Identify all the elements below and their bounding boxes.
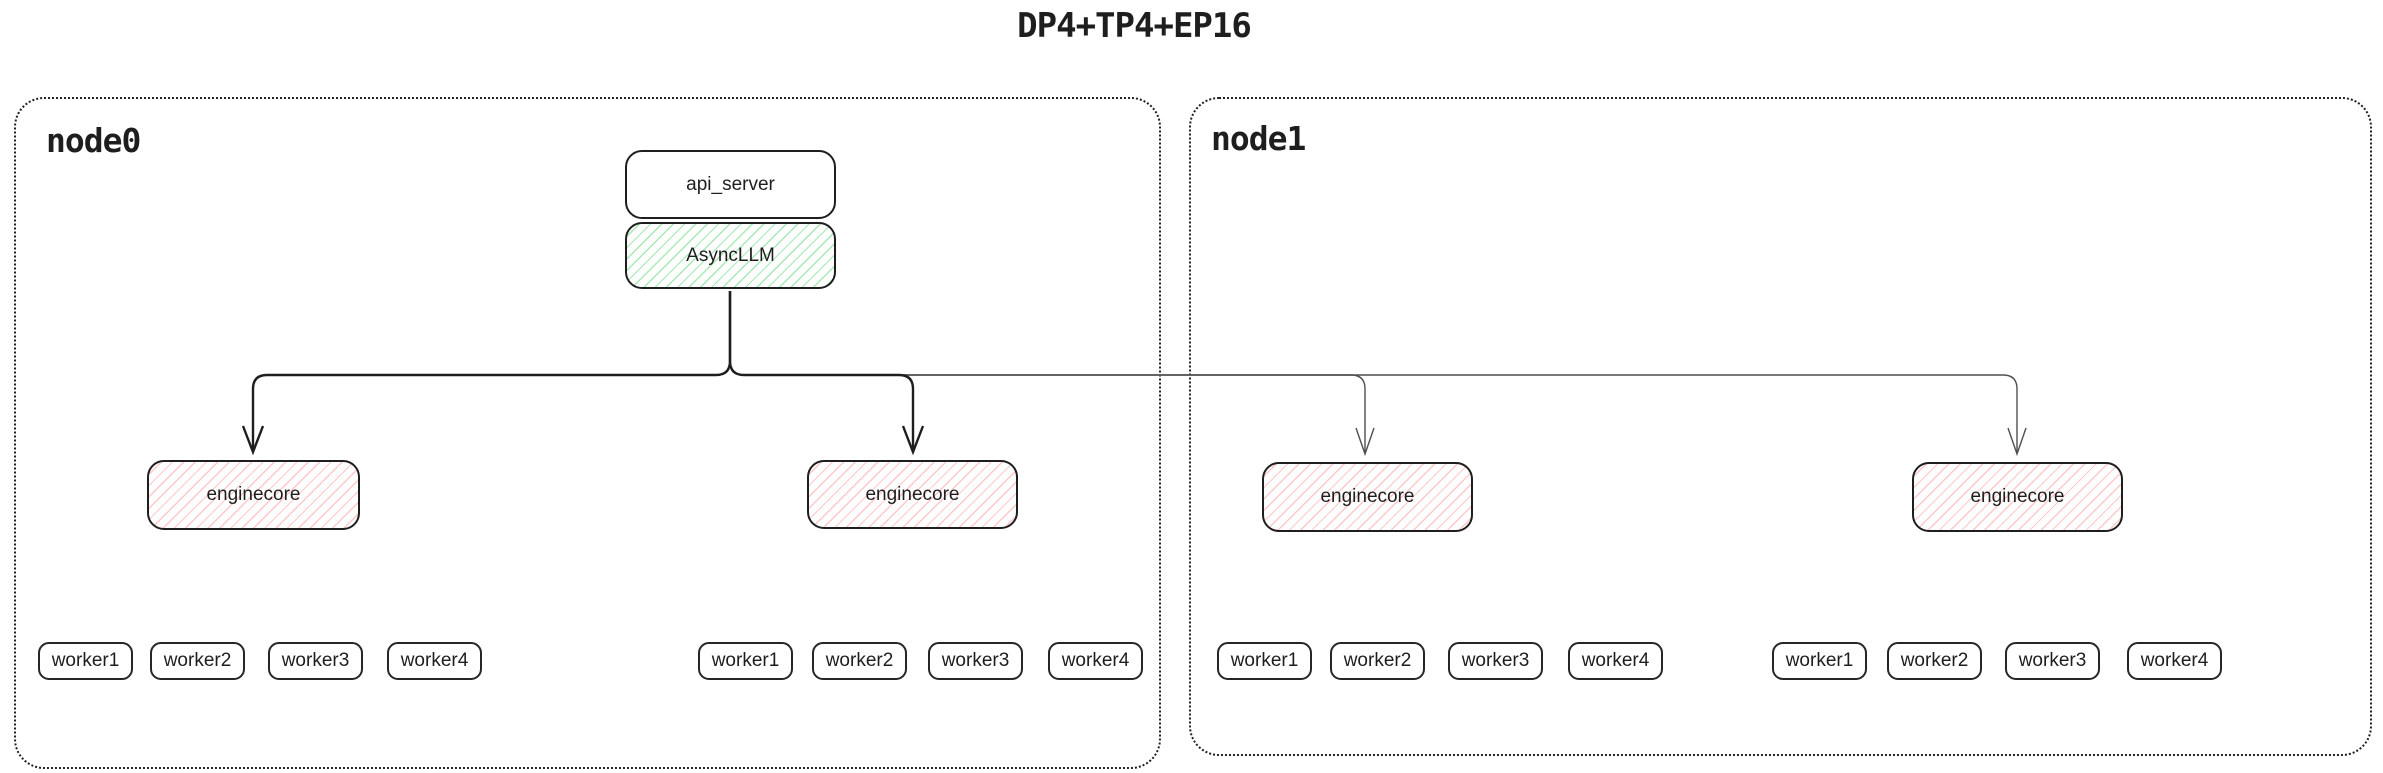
node1-group2-worker3: worker3	[2005, 642, 2100, 680]
node0-group1-worker4: worker4	[387, 642, 482, 680]
asyncllm-label: AsyncLLM	[686, 244, 775, 266]
node1-enginecore-2-box: enginecore	[1912, 462, 2123, 532]
node1-group2-worker1: worker1	[1772, 642, 1867, 680]
api-server-box: api_server	[625, 150, 836, 219]
node0-group2-worker1: worker1	[698, 642, 793, 680]
worker-label: worker4	[1061, 650, 1130, 671]
worker-label: worker3	[1461, 650, 1530, 671]
asyncllm-box: AsyncLLM	[625, 222, 836, 289]
node0-label: node0	[46, 121, 141, 160]
worker-label: worker3	[2018, 650, 2087, 671]
node1-group2-worker4: worker4	[2127, 642, 2222, 680]
node1-group1-worker3: worker3	[1448, 642, 1543, 680]
node0-enginecore-1-box: enginecore	[147, 460, 360, 530]
api-server-label: api_server	[686, 173, 775, 195]
worker-label: worker2	[825, 650, 894, 671]
worker-label: worker1	[1230, 650, 1299, 671]
enginecore-label: enginecore	[865, 483, 960, 505]
node0-group1-worker1: worker1	[38, 642, 133, 680]
worker-label: worker4	[1581, 650, 1650, 671]
node0-group2-worker4: worker4	[1048, 642, 1143, 680]
worker-label: worker1	[1785, 650, 1854, 671]
node0-enginecore-2-box: enginecore	[807, 460, 1018, 529]
enginecore-label: enginecore	[206, 484, 301, 505]
node1-group2-worker2: worker2	[1887, 642, 1982, 680]
node0-group2-worker3: worker3	[928, 642, 1023, 680]
enginecore-label: enginecore	[1970, 486, 2065, 507]
enginecore-label: enginecore	[1320, 486, 1415, 507]
worker-label: worker4	[400, 650, 469, 671]
node1-group1-worker2: worker2	[1330, 642, 1425, 680]
node0-group1-worker2: worker2	[150, 642, 245, 680]
node1-label: node1	[1211, 119, 1306, 158]
worker-label: worker2	[163, 650, 232, 671]
worker-label: worker1	[711, 650, 780, 671]
node0-group1-worker3: worker3	[268, 642, 363, 680]
worker-label: worker3	[941, 650, 1010, 671]
worker-label: worker3	[281, 650, 350, 671]
diagram-title: DP4+TP4+EP16	[1017, 6, 1252, 46]
worker-label: worker4	[2140, 650, 2209, 671]
node1-enginecore-1-box: enginecore	[1262, 462, 1473, 532]
node0-group2-worker2: worker2	[812, 642, 907, 680]
worker-label: worker1	[51, 650, 120, 671]
worker-label: worker2	[1900, 650, 1969, 671]
node1-group1-worker1: worker1	[1217, 642, 1312, 680]
node1-group1-worker4: worker4	[1568, 642, 1663, 680]
worker-label: worker2	[1343, 650, 1412, 671]
